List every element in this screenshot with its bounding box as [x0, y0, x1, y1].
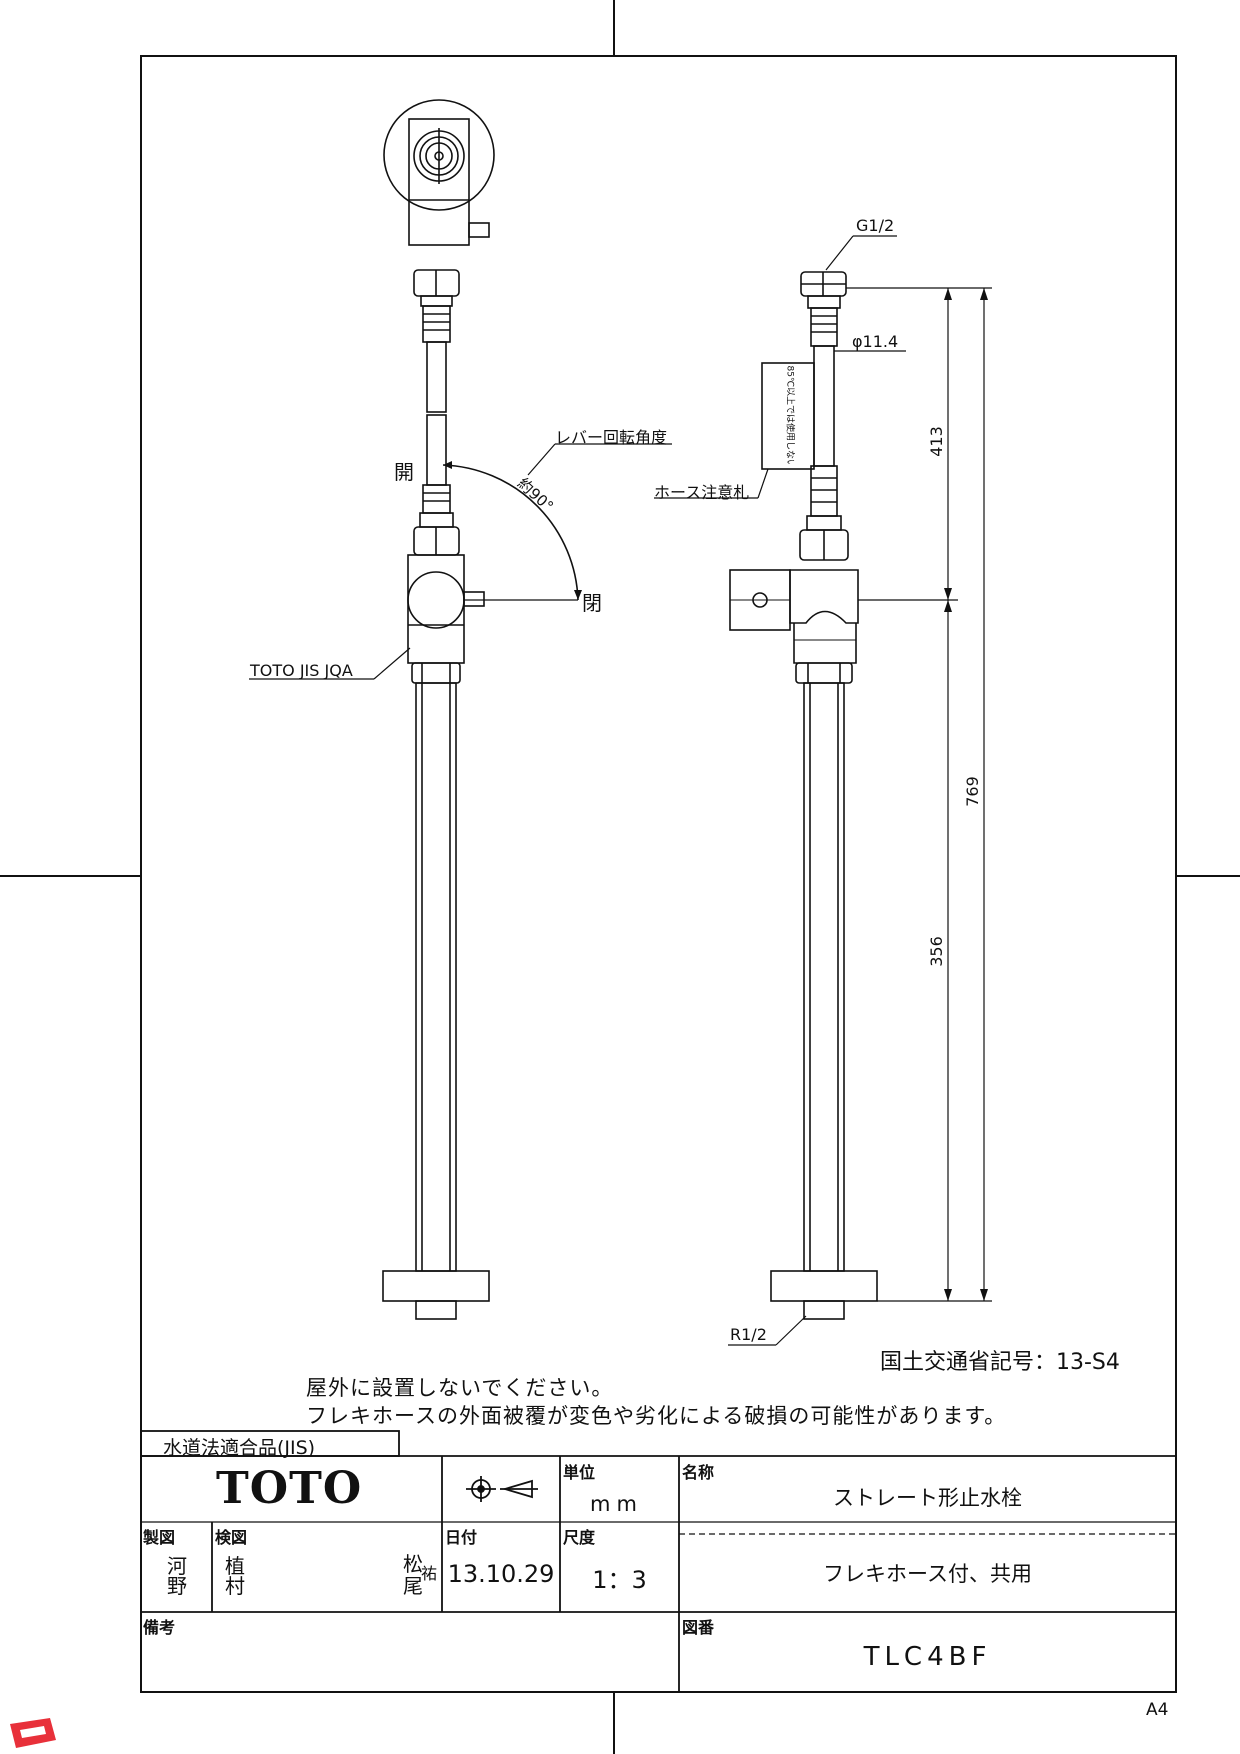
label-closed: 閉: [582, 591, 602, 615]
approved-by-1: 松: [403, 1552, 423, 1576]
toto-logo: TOTO: [216, 1463, 363, 1514]
label-jis-mark: TOTO JIS JQA: [250, 661, 353, 680]
name-value: ストレート形止水栓: [833, 1486, 1022, 1510]
scale-label: 尺度: [563, 1528, 596, 1547]
unit-value: mm: [590, 1492, 643, 1516]
checked-by-2: 村: [225, 1574, 245, 1598]
corner-logo-icon: [10, 1718, 56, 1748]
drawn-by-2: 野: [167, 1574, 187, 1598]
drawn-by-1: 河: [167, 1554, 187, 1578]
hose-tag-text: 85℃以上では使用しないでください。: [784, 365, 795, 464]
label-r12: R1/2: [730, 1325, 767, 1344]
note-1: 屋外に設置しないでください。: [306, 1376, 614, 1400]
drawing-no: TLC4BF: [863, 1642, 992, 1672]
checked-label: 検図: [215, 1528, 248, 1547]
mlit-code: 国土交通省記号：13-S4: [880, 1350, 1120, 1375]
label-hose-tag: ホース注意札: [654, 483, 750, 502]
note-2: フレキホースの外面被覆が変色や劣化による破損の可能性があります。: [306, 1404, 1007, 1428]
projection-symbol-icon: [466, 1476, 538, 1502]
name-sub: フレキホース付、共用: [823, 1562, 1032, 1586]
unit-label: 単位: [563, 1463, 596, 1482]
dim-413: 413: [926, 426, 946, 457]
label-lever-angle: レバー回転角度: [555, 428, 668, 447]
date-value: 13.10.29: [447, 1560, 555, 1588]
name-label: 名称: [682, 1463, 715, 1482]
dim-356: 356: [926, 936, 946, 967]
drawing-no-label: 図番: [682, 1618, 715, 1637]
dim-769: 769: [962, 776, 982, 807]
date-label: 日付: [445, 1528, 478, 1547]
drawing-frame: [140, 55, 1177, 1693]
drawn-label: 製図: [143, 1528, 176, 1547]
checked-by-1: 植: [225, 1554, 245, 1578]
left-view: [249, 99, 672, 1320]
sheet-size: A4: [1146, 1700, 1169, 1720]
approved-seal: 祐: [420, 1564, 437, 1583]
label-phi: φ11.4: [852, 332, 899, 351]
scale-value: 1：3: [592, 1566, 647, 1594]
approved-by-2: 尾: [403, 1574, 423, 1598]
title-block-lines: [140, 1430, 1176, 1692]
compliance-label: 水道法適合品(JIS): [163, 1437, 316, 1459]
remarks-label: 備考: [143, 1618, 176, 1637]
label-open: 開: [394, 460, 414, 484]
right-view: [654, 235, 992, 1346]
label-g12: G1/2: [856, 216, 895, 235]
